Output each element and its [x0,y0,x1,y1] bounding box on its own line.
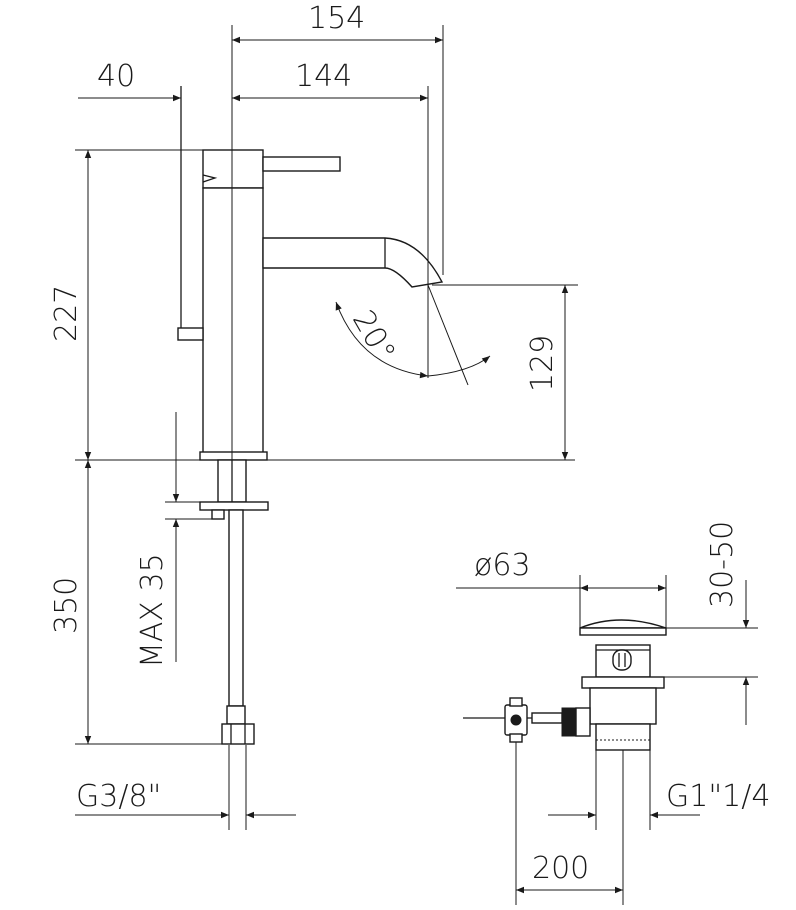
label-max35: MAX 35 [135,553,170,668]
dimension-g114: G1"1/4 [548,750,770,830]
label-144: 144 [295,59,352,94]
label-200: 200 [532,851,589,886]
label-g38: G3/8" [76,779,161,814]
drain-nut [581,676,665,689]
handle-notch [202,174,218,183]
drain-tail [595,723,651,751]
dimension-154: 154 [231,1,444,462]
drain-cap [579,619,667,629]
dimension-angle-20: 20° [335,284,491,386]
popup-knob-top [509,697,523,707]
faucet-column [202,187,264,454]
label-227: 227 [49,285,84,342]
dimension-g38: G3/8" [75,745,296,830]
label-g114: G1"1/4 [666,779,770,814]
label-154: 154 [308,1,365,36]
angle-arc-left [335,301,429,379]
label-350: 350 [49,577,84,634]
label-129: 129 [525,335,560,392]
faucet-base-ring [199,451,268,461]
drain-body-lower [589,687,657,725]
hose-nut [221,723,255,745]
drain-slot [612,649,632,671]
label-30-50: 30-50 [705,521,740,608]
side-connector-nut [575,707,591,737]
angle-ray [427,284,469,386]
faucet-lever [262,156,341,172]
popup-knob-center [510,714,522,726]
dimension-40-144: 40 144 [78,59,429,378]
dimension-30-50: 30-50 [664,521,758,725]
faucet-body [177,86,444,745]
dimension-phi63: ø63 [456,548,667,628]
faucet-side-rod [177,327,204,341]
drain-flange [579,627,667,636]
dimension-350: 350 [49,460,222,745]
side-connector-pipe [531,712,563,724]
label-phi63: ø63 [474,548,531,583]
side-connector-seal [561,707,577,737]
dimension-129: 129 [432,284,578,460]
flex-hose [228,509,244,707]
dimension-227: 227 [49,149,575,461]
popup-waste [463,619,667,751]
mounting-washer [199,501,269,511]
label-40: 40 [97,59,135,94]
dimension-max35: MAX 35 [135,412,212,668]
angle-arc-right [427,355,491,377]
popup-knob-bottom [509,733,523,743]
label-20-deg: 20° [345,305,402,369]
hose-ferrule [226,705,246,725]
mounting-nut [211,509,225,520]
faucet-spout [262,237,444,288]
faucet-handle-cap [202,149,264,189]
dimension-200: 200 [515,742,624,905]
